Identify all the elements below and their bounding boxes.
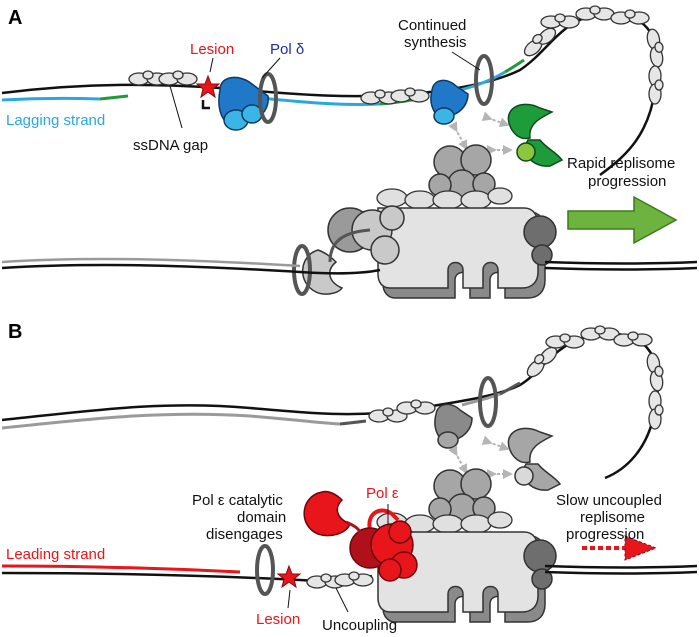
lesion-star-icon bbox=[195, 74, 221, 99]
label-pol-epsilon-catalytic: Pol ε catalytic bbox=[192, 492, 283, 509]
lagging-primer-b bbox=[339, 419, 367, 426]
panel-a-letter: A bbox=[8, 7, 22, 29]
label-progression-b: progression bbox=[566, 526, 644, 543]
label-pol-delta: Pol δ bbox=[270, 41, 304, 58]
label-lesion-b: Lesion bbox=[256, 611, 300, 628]
parental-dna-a-2 bbox=[544, 266, 698, 271]
label-replisome: replisome bbox=[580, 509, 645, 526]
label-lagging-strand: Lagging strand bbox=[6, 112, 105, 129]
pcna-clamp-b-icon bbox=[478, 376, 498, 428]
rapid-progression-arrow-icon bbox=[567, 195, 678, 245]
panel-b-letter: B bbox=[8, 321, 22, 343]
lesion-star-b-icon bbox=[276, 564, 302, 589]
continued-synthesis-leader bbox=[451, 51, 481, 71]
pol-alpha-primase-b-icon bbox=[507, 427, 562, 491]
interaction-arrow bbox=[481, 111, 510, 128]
lagging-template-dna-b bbox=[1, 332, 660, 480]
rpa-cluster-leading-b bbox=[306, 571, 374, 589]
gap-end-mark bbox=[201, 100, 210, 110]
interaction-arrow-b bbox=[448, 445, 468, 475]
leading-strand-grey-a bbox=[1, 257, 301, 268]
label-ssdna-gap: ssDNA gap bbox=[133, 137, 208, 154]
label-lesion-a: Lesion bbox=[190, 41, 234, 58]
label-uncoupling: Uncoupling bbox=[322, 617, 397, 634]
parental-dna-b bbox=[544, 564, 698, 569]
lesion-b-leader bbox=[287, 589, 291, 609]
label-domain: domain bbox=[237, 509, 286, 526]
label-progression: progression bbox=[588, 173, 666, 190]
label-pol-epsilon: Pol ε bbox=[366, 485, 399, 502]
pol-delta-leader bbox=[261, 57, 281, 79]
okazaki-cyan bbox=[459, 70, 506, 92]
replisome-core-a bbox=[301, 144, 557, 299]
interaction-arrow bbox=[448, 121, 468, 151]
okazaki-dark-b bbox=[499, 381, 521, 396]
parental-dna-a bbox=[544, 260, 698, 265]
pol-delta-continued-icon bbox=[430, 79, 469, 125]
pol-alpha-primase-icon bbox=[507, 103, 564, 167]
catalytic-tether bbox=[345, 520, 363, 541]
replisome-core-b bbox=[376, 468, 557, 623]
label-continued: Continued bbox=[398, 17, 466, 34]
leading-3prime-end bbox=[328, 228, 371, 263]
pol-epsilon-catalytic-domain-icon bbox=[303, 490, 351, 537]
label-disengages: disengages bbox=[206, 526, 283, 543]
lagging-primer-green bbox=[99, 94, 129, 101]
lagging-template-dna bbox=[1, 12, 660, 177]
uncoupling-leader bbox=[335, 587, 349, 613]
lagging-strand-dna bbox=[1, 96, 101, 102]
okazaki-green bbox=[504, 58, 525, 74]
panel-b: B bbox=[1, 321, 698, 634]
label-leading-strand: Leading strand bbox=[6, 546, 105, 563]
label-slow-uncoupled: Slow uncoupled bbox=[556, 492, 662, 509]
leading-template-dna-a bbox=[1, 263, 381, 275]
interaction-arrow-b bbox=[481, 435, 510, 452]
rpa-cluster-b bbox=[368, 325, 667, 430]
parental-dna-b-2 bbox=[544, 570, 698, 575]
leading-strand-red bbox=[1, 564, 241, 574]
panel-a: A bbox=[1, 5, 698, 299]
pol-delta-b-icon bbox=[434, 403, 473, 449]
slow-progression-arrow-icon bbox=[624, 535, 658, 561]
pcna-clamp-leading-b-icon bbox=[255, 544, 275, 596]
lesion-leader bbox=[209, 57, 214, 73]
lagging-strand-grey-b bbox=[1, 412, 341, 430]
ssdna-gap-leader bbox=[169, 85, 183, 129]
label-synthesis: synthesis bbox=[404, 34, 467, 51]
label-rapid-replisome: Rapid replisome bbox=[567, 155, 675, 172]
